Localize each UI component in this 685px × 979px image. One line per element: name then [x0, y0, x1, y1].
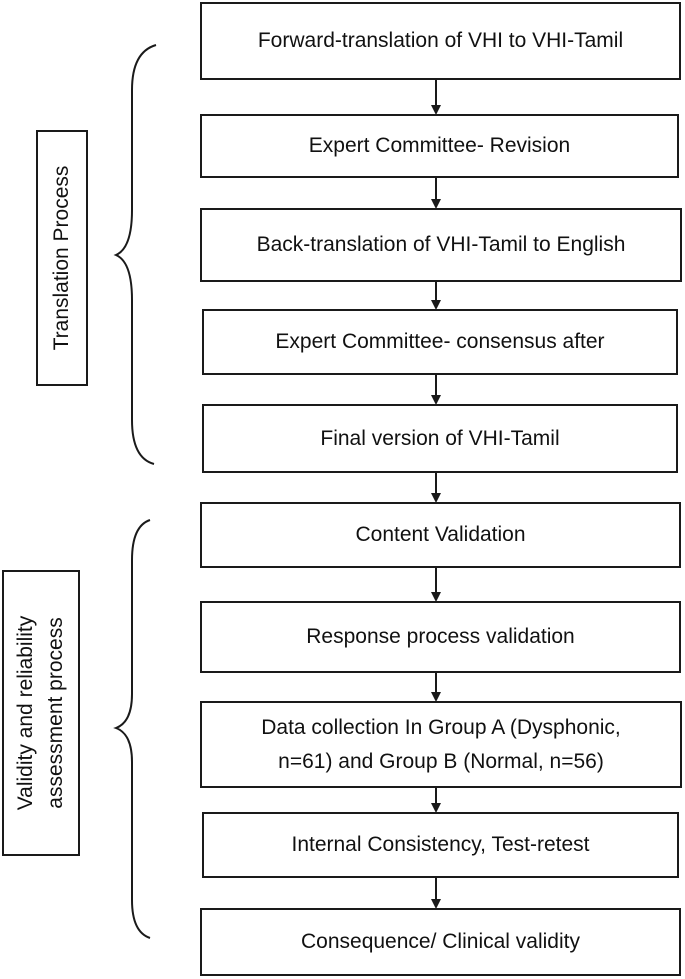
step-forward-translation: Forward-translation of VHI to VHI-Tamil: [200, 2, 681, 80]
translation-process-label: Translation Process: [50, 165, 73, 351]
translation-process-label-box: Translation Process: [36, 130, 88, 386]
validity-process-label-line-2: assessment process: [44, 617, 67, 809]
step-response-process-validation: Response process validation: [200, 601, 681, 673]
step-internal-consistency: Internal Consistency, Test-retest: [202, 812, 679, 878]
step-label: Forward-translation of VHI to VHI-Tamil: [257, 29, 624, 52]
step-label: Final version of VHI-Tamil: [320, 426, 560, 450]
step-label: Consequence/ Clinical validity: [301, 930, 580, 953]
step-label-line-1: Data collection In Group A (Dysphonic,: [261, 715, 621, 739]
step-label: Response process validation: [306, 625, 575, 648]
step-content-validation: Content Validation: [200, 502, 681, 568]
validity-process-label-box: Validity and reliability assessment proc…: [2, 570, 80, 856]
step-expert-committee-consensus: Expert Committee- consensus after: [202, 309, 678, 375]
step-final-version: Final version of VHI-Tamil: [202, 404, 678, 473]
step-label: Expert Committee- consensus after: [275, 330, 605, 353]
step-data-collection: Data collection In Group A (Dysphonic, n…: [200, 701, 682, 788]
step-label: Expert Committee- Revision: [308, 134, 571, 157]
step-label: Back-translation of VHI-Tamil to English: [256, 233, 626, 256]
translation-brace: [113, 44, 157, 465]
step-label: Content Validation: [355, 523, 526, 546]
step-label-line-2: n=61) and Group B (Normal, n=56): [278, 749, 604, 773]
validity-process-label-line-1: Validity and reliability: [14, 615, 37, 811]
validity-brace: [113, 519, 151, 939]
step-label: Internal Consistency, Test-retest: [291, 833, 590, 856]
step-consequence-validity: Consequence/ Clinical validity: [200, 908, 681, 976]
step-expert-committee-revision: Expert Committee- Revision: [200, 114, 679, 178]
step-back-translation: Back-translation of VHI-Tamil to English: [200, 208, 682, 282]
